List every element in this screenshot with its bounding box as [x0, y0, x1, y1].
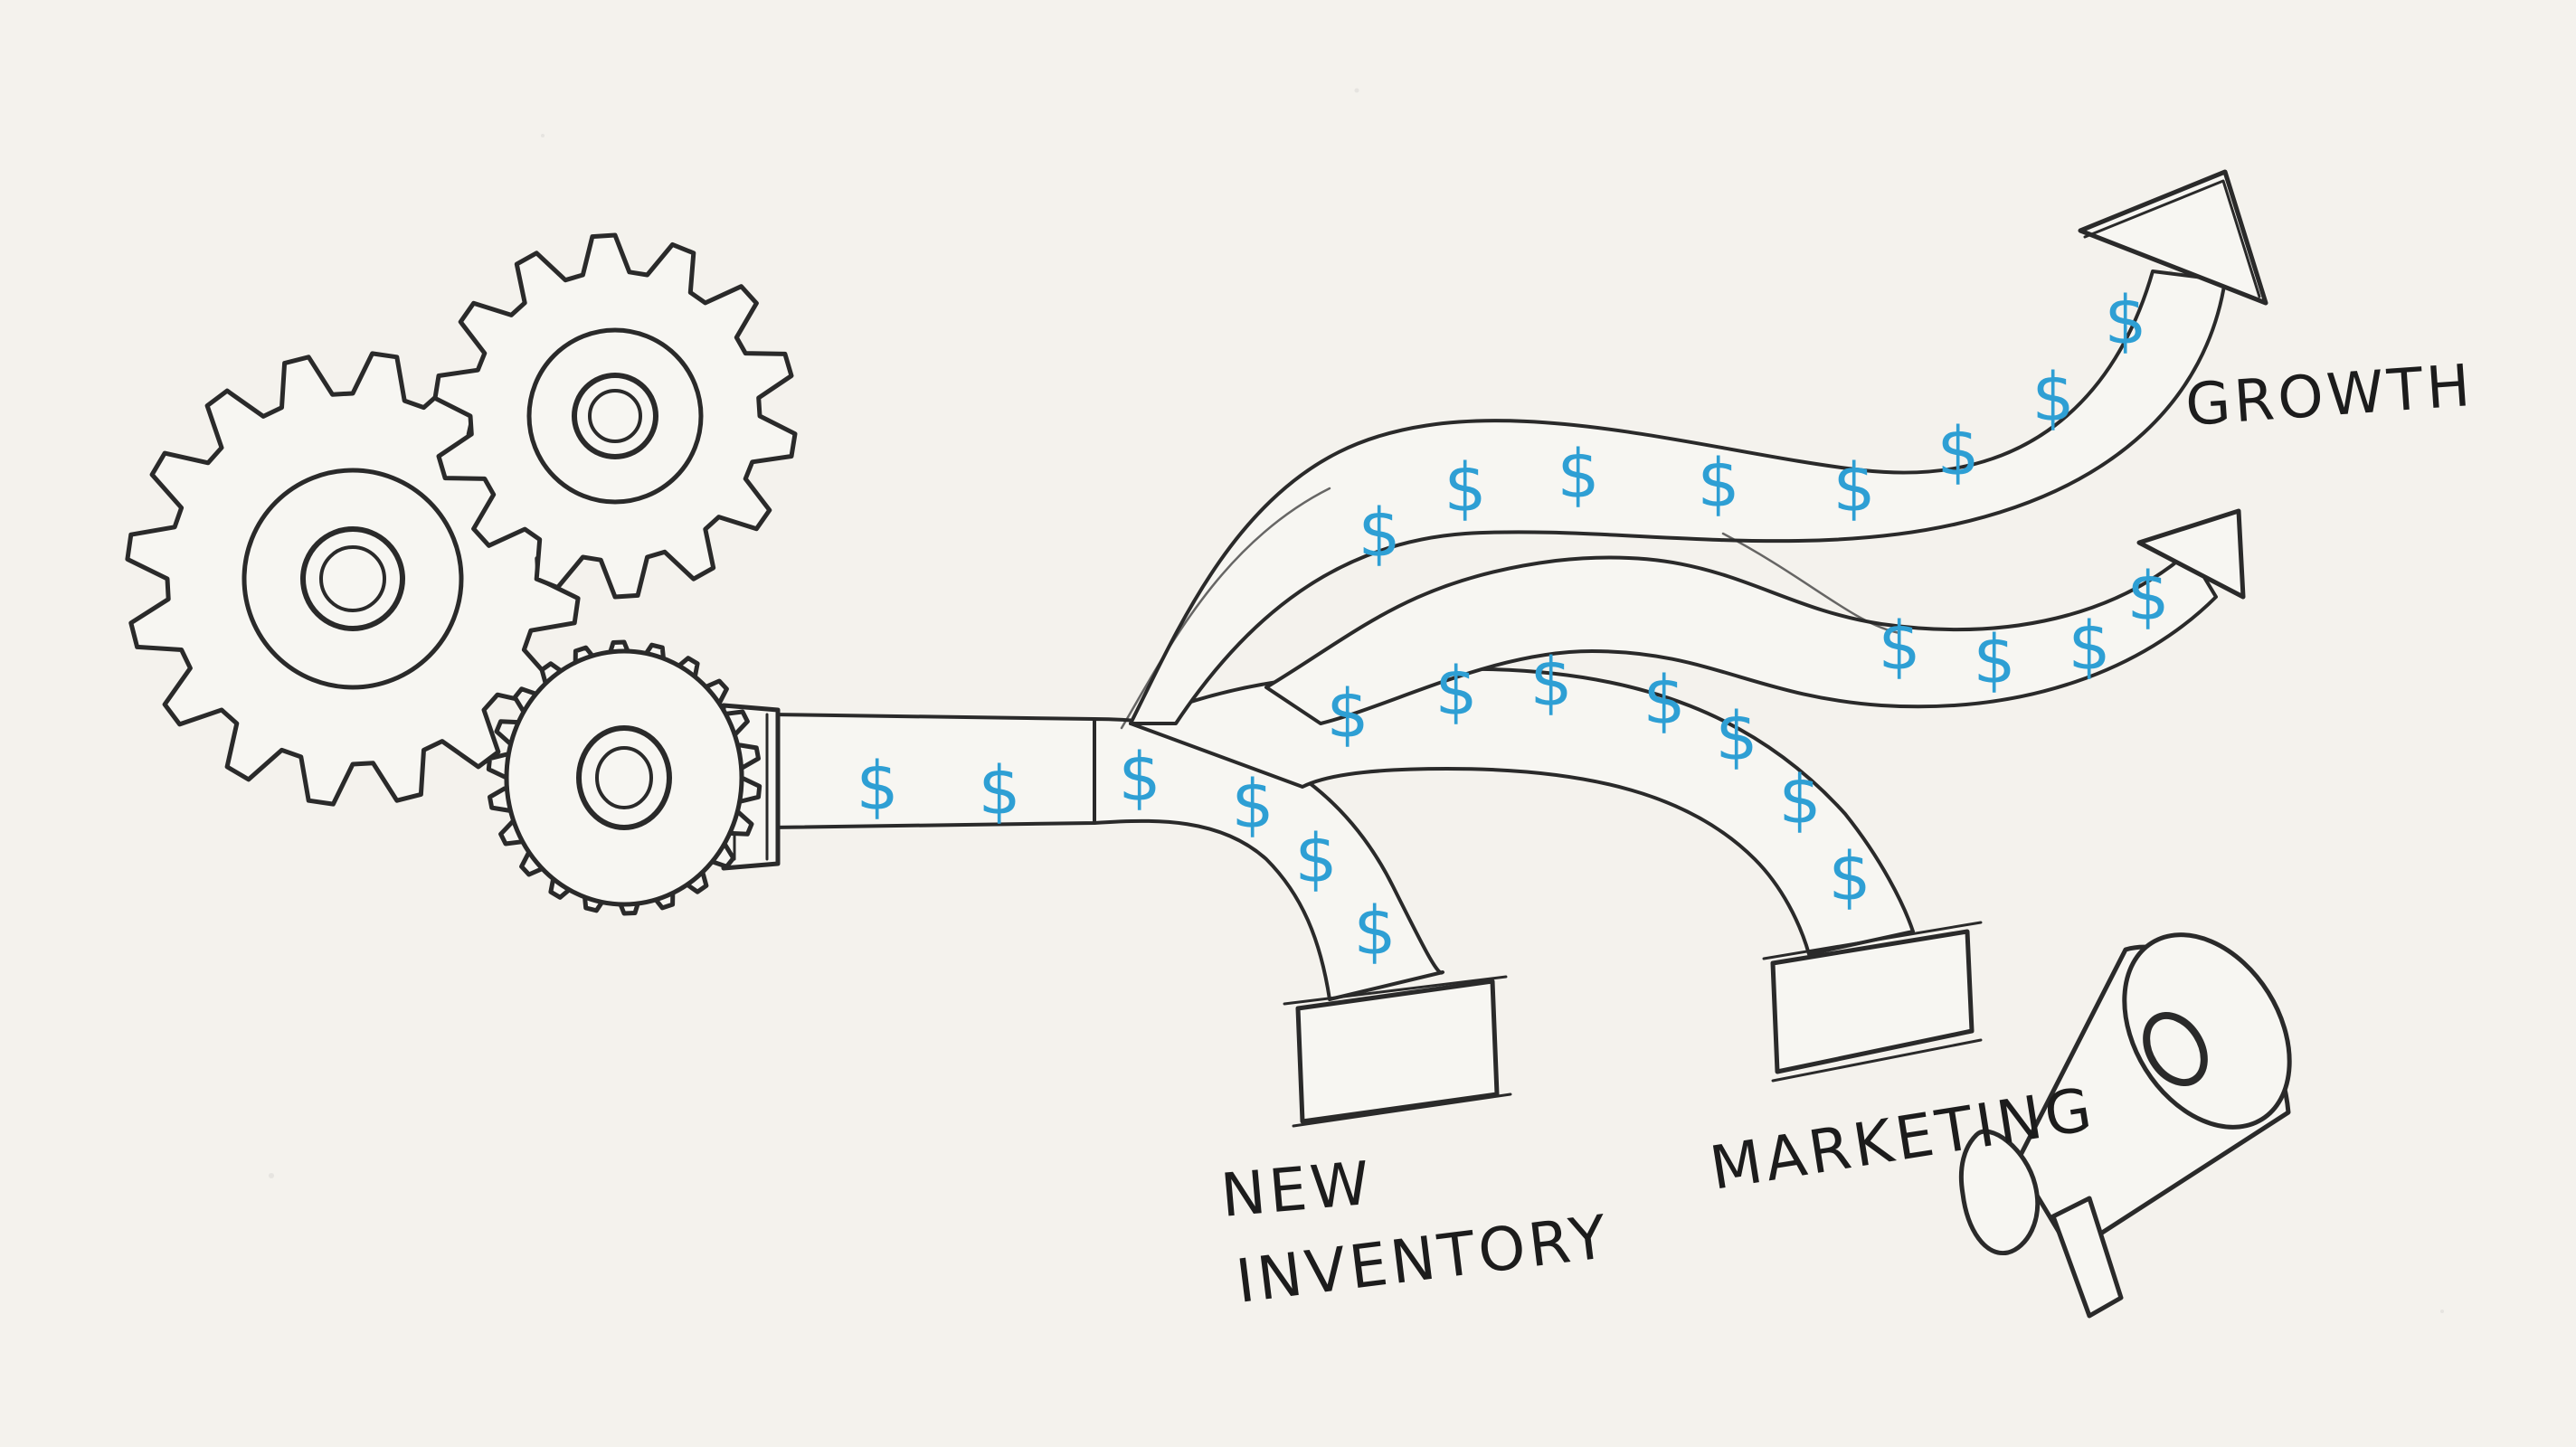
megaphone-handle — [2050, 1196, 2124, 1319]
main-pipe — [767, 713, 1096, 829]
dollar-sign: $ — [1697, 445, 1739, 523]
dollar-sign: $ — [856, 748, 898, 826]
dollar-sign: $ — [1643, 662, 1685, 740]
dollar-sign: $ — [978, 752, 1020, 830]
dollar-sign: $ — [1937, 413, 1979, 491]
lower-arrow-head — [2136, 508, 2246, 600]
dollar-sign: $ — [1231, 766, 1274, 844]
dollar-sign: $ — [1294, 820, 1337, 898]
dollar-sign: $ — [1973, 621, 2015, 699]
gear-icon — [125, 232, 798, 916]
dollar-sign: $ — [1444, 449, 1486, 527]
dollar-sign: $ — [1828, 838, 1870, 916]
dollar-sign: $ — [1715, 698, 1757, 776]
gear-small — [486, 639, 762, 916]
dollar-sign: $ — [1778, 761, 1821, 839]
dollar-sign: $ — [2068, 608, 2110, 686]
dollar-sign: $ — [1118, 739, 1160, 817]
dollar-sign: $ — [1326, 676, 1368, 753]
dollar-sign: $ — [1358, 495, 1400, 572]
gear-medium — [432, 232, 798, 600]
megaphone-icon — [1958, 932, 2292, 1319]
marketing-box — [1762, 921, 1983, 1083]
arrow-icon — [2078, 169, 2268, 600]
dollar-sign: $ — [1530, 644, 1572, 722]
dollar-sign: $ — [2126, 558, 2169, 636]
dollar-flow: $$$$$$$$$$$$$$$$$$$$$$$$$ — [856, 282, 2169, 970]
dollar-sign: $ — [1353, 893, 1396, 970]
dollar-sign: $ — [1557, 436, 1599, 514]
dollar-sign: $ — [1878, 608, 1920, 686]
growth-label: GROWTH — [2183, 353, 2476, 440]
inventory-box — [1283, 975, 1512, 1128]
dollar-sign: $ — [1435, 653, 1477, 731]
new-inventory-label-line1: NEW — [1218, 1149, 1376, 1231]
dollar-sign: $ — [2031, 359, 2074, 437]
dollar-sign: $ — [2104, 282, 2146, 360]
upper-arrow-head — [2078, 169, 2268, 306]
megaphone-mouthpiece — [1958, 1129, 2041, 1256]
dollar-sign: $ — [1833, 449, 1875, 527]
